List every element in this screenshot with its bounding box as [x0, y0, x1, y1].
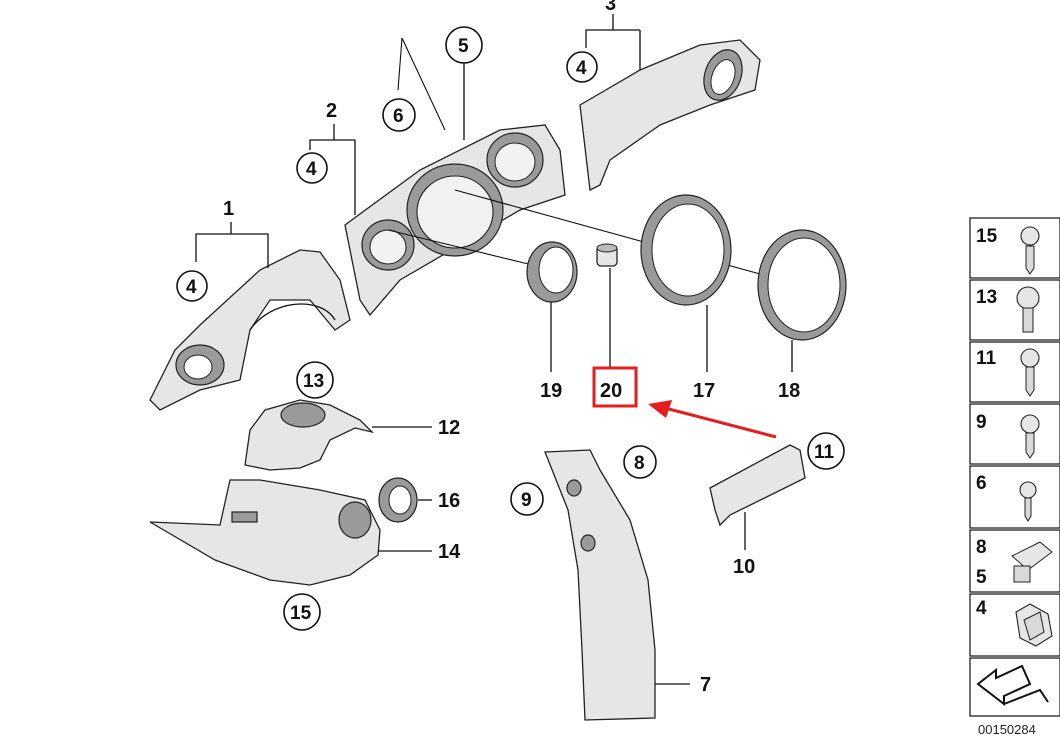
part-16-ignition-ring [378, 477, 418, 523]
svg-text:18: 18 [778, 380, 800, 402]
svg-text:19: 19 [540, 380, 562, 402]
fastener-legend: 15 13 11 9 6 8 5 [969, 217, 1060, 717]
callout-4b: 4 [296, 152, 328, 184]
svg-text:3: 3 [605, 0, 616, 15]
svg-text:4: 4 [306, 159, 317, 180]
bolt-icon [1016, 286, 1040, 333]
screw-icon [1020, 226, 1040, 275]
svg-text:11: 11 [814, 442, 835, 463]
axis-line-lower [387, 229, 546, 269]
part-19-small-ring [526, 241, 578, 303]
svg-text:17: 17 [693, 380, 715, 402]
direction-arrow-icon [976, 664, 1049, 707]
screw-icon [1019, 481, 1037, 522]
clip-nut-icon [1011, 541, 1053, 583]
screw-icon [1020, 348, 1040, 397]
svg-text:4: 4 [576, 58, 587, 79]
callout-20: 20 [592, 268, 638, 408]
part-14-lower-column-cover [149, 479, 381, 586]
legend-label-15: 15 [976, 226, 998, 247]
callout-6: 6 [382, 37, 446, 132]
svg-text:9: 9 [521, 490, 532, 511]
svg-text:4: 4 [186, 277, 197, 298]
svg-text:1: 1 [223, 198, 234, 220]
legend-label-6: 6 [976, 473, 987, 494]
callout-4a: 4 [176, 270, 208, 302]
legend-box-13 [969, 279, 1060, 341]
legend-label-13: 13 [976, 287, 997, 308]
callout-1: 1 [195, 198, 269, 268]
callout-8: 8 [623, 445, 657, 479]
axis-line-upper [454, 189, 801, 286]
part-7-pillar-trim [544, 449, 656, 721]
highlight-box [592, 366, 638, 408]
callout-4c: 4 [566, 51, 598, 83]
svg-text:12: 12 [438, 417, 460, 439]
part-17-ring [640, 194, 732, 306]
callout-15: 15 [283, 593, 321, 631]
callout-16: 16 [418, 490, 460, 512]
callout-19: 19 [540, 302, 562, 402]
svg-text:16: 16 [438, 490, 460, 512]
callout-9: 9 [510, 482, 544, 516]
callout-3: 3 [585, 0, 641, 70]
svg-text:8: 8 [634, 453, 645, 474]
callout-13: 13 [296, 361, 334, 399]
svg-text:7: 7 [700, 674, 711, 696]
legend-box-15 [969, 217, 1060, 279]
legend-box-11 [969, 341, 1060, 403]
legend-box-9 [969, 403, 1060, 465]
legend-label-4: 4 [976, 598, 987, 619]
callout-2: 2 [309, 100, 356, 215]
callout-18: 18 [778, 340, 800, 402]
callout-14: 14 [378, 541, 461, 563]
callout-5: 5 [445, 26, 483, 140]
svg-text:10: 10 [733, 556, 755, 578]
legend-label-9: 9 [976, 412, 987, 433]
svg-text:5: 5 [458, 36, 469, 57]
svg-text:2: 2 [326, 100, 337, 122]
svg-text:6: 6 [393, 106, 404, 127]
diagram-code: 00150284 [978, 722, 1036, 737]
part-18-ring [757, 229, 847, 341]
red-pointer-arrow [648, 400, 777, 439]
part-3-right-trim [579, 39, 761, 191]
part-5-cluster-housing [344, 124, 566, 317]
legend-label-5: 5 [976, 567, 987, 588]
screw-icon [1020, 414, 1040, 459]
svg-text:15: 15 [290, 603, 312, 624]
clip-icon [1015, 603, 1053, 647]
part-12-upper-column-cover [244, 399, 375, 471]
part-10-trim-panel [709, 444, 806, 527]
svg-text:14: 14 [438, 541, 461, 563]
callout-10: 10 [733, 512, 755, 578]
callout-7: 7 [655, 674, 711, 696]
svg-text:13: 13 [303, 371, 324, 392]
part-1-left-trim [149, 249, 351, 411]
svg-text:20: 20 [600, 380, 622, 402]
legend-label-8: 8 [976, 537, 987, 558]
callout-11: 11 [807, 432, 845, 470]
legend-box-6 [969, 465, 1060, 529]
legend-label-11: 11 [976, 348, 997, 369]
callout-12: 12 [372, 417, 460, 439]
part-20-sleeve [596, 243, 618, 267]
callout-17: 17 [693, 305, 715, 402]
